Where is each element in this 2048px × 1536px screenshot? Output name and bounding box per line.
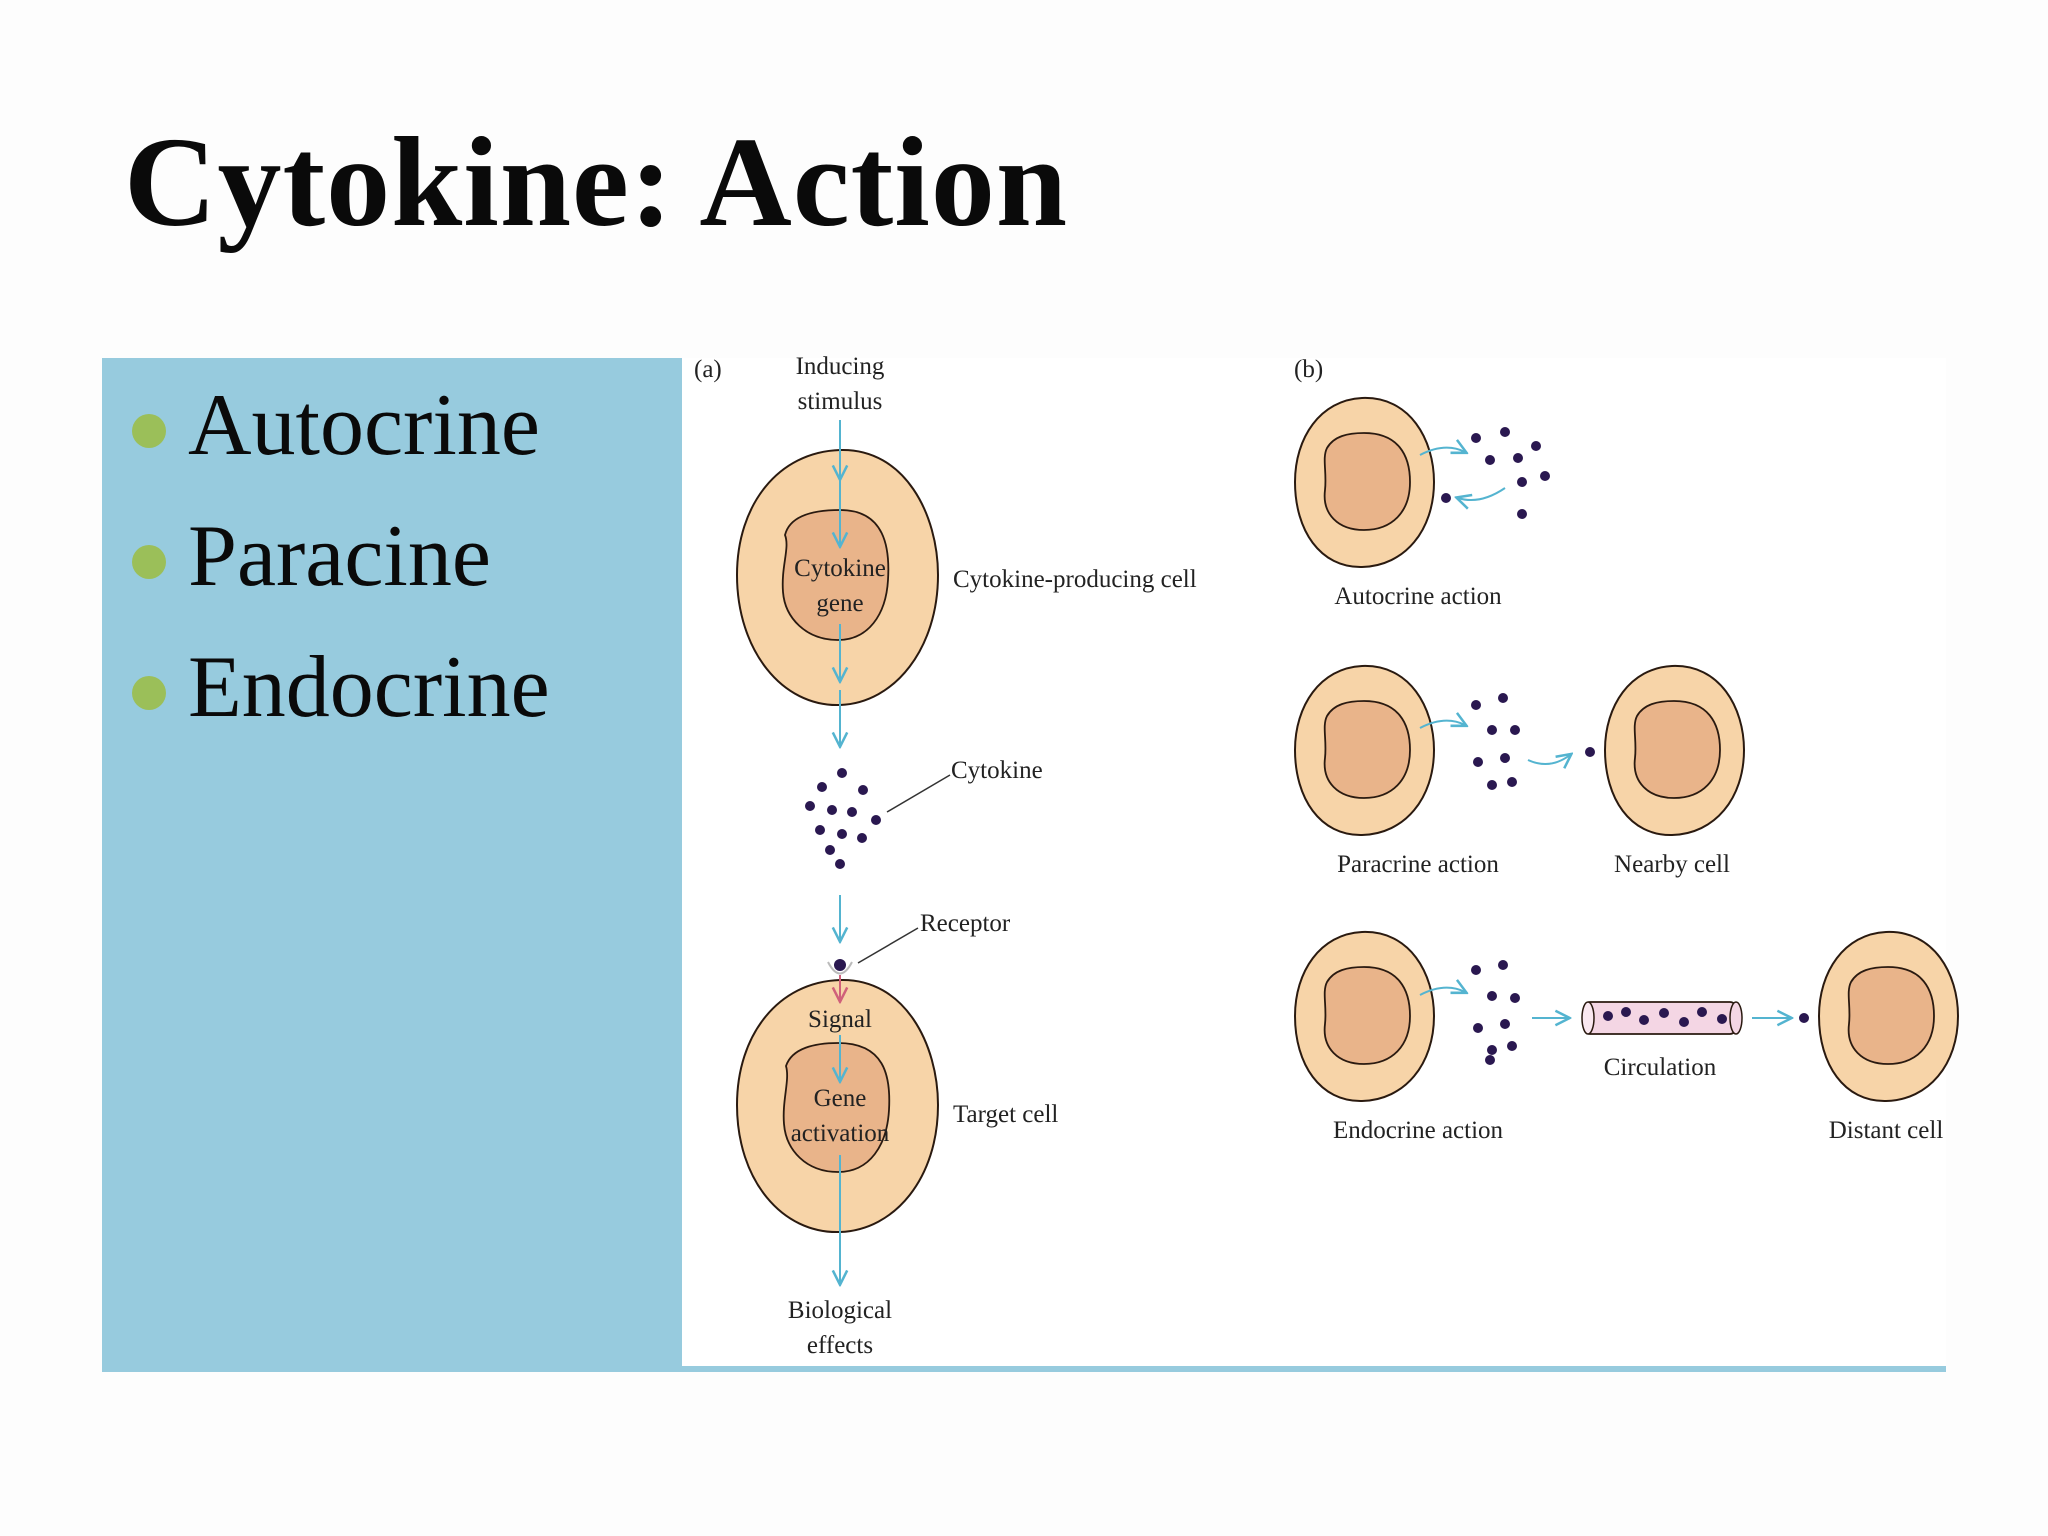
autocrine-out-arrow bbox=[1419, 448, 1465, 456]
nearby-cell-label: Nearby cell bbox=[1614, 851, 1730, 878]
distant-cell-label: Distant cell bbox=[1829, 1117, 1944, 1144]
autocrine-return-arrow bbox=[1458, 487, 1506, 500]
bottom-rule bbox=[682, 1366, 1946, 1372]
cytokine-pointer bbox=[886, 774, 951, 813]
endocrine-cytokines bbox=[1471, 960, 1520, 1065]
cytokine-label: Cytokine bbox=[951, 757, 1043, 784]
distant-cell bbox=[1817, 930, 1960, 1103]
distant-receptor-cytokine bbox=[1799, 1013, 1809, 1023]
producer-nucleus-label-line1: Cytokine bbox=[794, 555, 886, 582]
autocrine-cell bbox=[1293, 396, 1436, 569]
producer-cell-nucleus bbox=[781, 509, 890, 641]
paracrine-cell bbox=[1293, 664, 1436, 837]
nearby-receptor-cytokine bbox=[1585, 747, 1595, 757]
paracrine-label: Paracrine action bbox=[1337, 851, 1499, 878]
endocrine-cell bbox=[1293, 930, 1436, 1103]
endocrine-out-arrow bbox=[1419, 988, 1465, 996]
panel-b-tag: (b) bbox=[1294, 356, 1323, 383]
paracrine-cytokines bbox=[1471, 693, 1520, 790]
signal-label: Signal bbox=[808, 1006, 872, 1033]
effects-label-line1: Biological bbox=[788, 1297, 892, 1324]
receptor-icon bbox=[827, 961, 853, 975]
stimulus-label-line2: stimulus bbox=[798, 388, 883, 415]
bullet-item-endocrine: Endocrine bbox=[130, 638, 550, 769]
producer-nucleus-label-line2: gene bbox=[816, 590, 863, 617]
stimulus-label-line1: Inducing bbox=[796, 353, 885, 380]
cytokine-cluster bbox=[805, 768, 881, 869]
paracrine-out-arrow bbox=[1419, 721, 1465, 729]
paracrine-to-nearby-arrow bbox=[1527, 755, 1570, 764]
bullet-panel: Autocrine Paracine Endocrine bbox=[102, 358, 682, 1372]
bullet-dot-icon bbox=[132, 545, 166, 579]
bullet-item-paracine: Paracine bbox=[130, 507, 550, 638]
bullet-dot-icon bbox=[132, 676, 166, 710]
endocrine-label: Endocrine action bbox=[1333, 1117, 1504, 1144]
producer-cell-label: Cytokine-producing cell bbox=[953, 566, 1197, 593]
bullet-list: Autocrine Paracine Endocrine bbox=[130, 376, 550, 769]
circulation-label: Circulation bbox=[1604, 1054, 1717, 1081]
bullet-label: Autocrine bbox=[188, 377, 540, 474]
autocrine-label: Autocrine action bbox=[1334, 583, 1502, 610]
circulating-cytokines bbox=[1603, 1007, 1727, 1027]
receptor-label: Receptor bbox=[920, 910, 1011, 937]
bullet-dot-icon bbox=[132, 414, 166, 448]
target-nucleus-label-line2: activation bbox=[791, 1120, 890, 1147]
target-nucleus-label-line1: Gene bbox=[814, 1085, 867, 1112]
target-cell-nucleus bbox=[782, 1042, 891, 1173]
nearby-cell bbox=[1603, 664, 1746, 837]
bullet-label: Paracine bbox=[188, 508, 491, 605]
bullet-item-autocrine: Autocrine bbox=[130, 376, 550, 507]
effects-label-line2: effects bbox=[807, 1332, 873, 1359]
receptor-pointer bbox=[857, 927, 919, 964]
bullet-label: Endocrine bbox=[188, 639, 550, 736]
receptor-bound-cytokine bbox=[834, 959, 846, 971]
panel-a-tag: (a) bbox=[694, 356, 722, 383]
slide-title: Cytokine: Action bbox=[124, 111, 1068, 253]
target-cell-label: Target cell bbox=[953, 1101, 1058, 1128]
autocrine-cytokines bbox=[1441, 427, 1550, 519]
